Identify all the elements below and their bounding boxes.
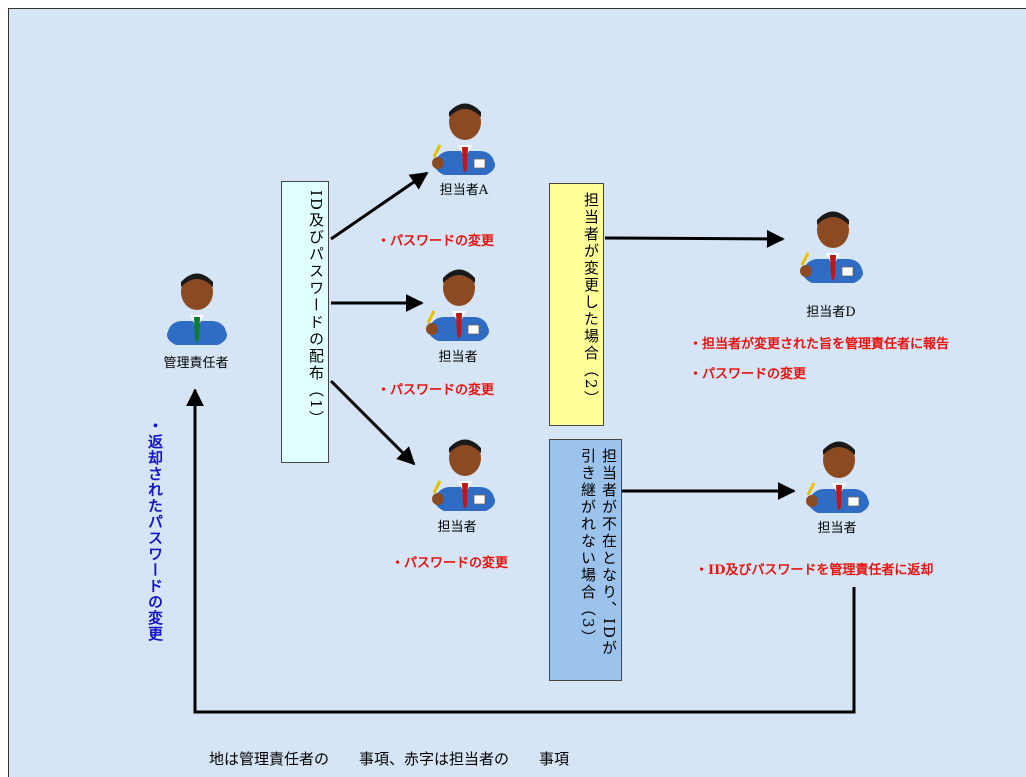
person-c-label: 担当者 <box>437 520 477 535</box>
connector-lines <box>186 171 856 714</box>
person-d-report-note: ・担当者が変更された旨を管理責任者に報告 <box>689 337 950 352</box>
person-a-note: ・パスワードの変更 <box>377 234 495 249</box>
admin-avatar <box>157 265 237 345</box>
arrow-to-a <box>330 171 429 241</box>
person-b-note: ・パスワードの変更 <box>377 383 495 398</box>
diagram-canvas: 管理責任者 担当者A 担当者 担当者 担当者D 担当者 ID及びパスワードの配布… <box>8 8 1026 777</box>
changed-box: 担当者が変更した場合（2） <box>549 183 604 426</box>
person-c-note: ・パスワードの変更 <box>391 556 509 571</box>
person-e-avatar <box>799 433 879 513</box>
person-a-avatar <box>425 95 505 175</box>
admin-label: 管理責任者 <box>163 356 229 371</box>
arrow-to-d <box>604 229 785 248</box>
person-e-note: ・ID及びパスワードを管理責任者に返却 <box>695 563 934 578</box>
person-d-change-note: ・パスワードの変更 <box>689 367 807 382</box>
absent-box: 担当者が不在となり、IDが引き継がれない場合（3） <box>549 439 622 681</box>
admin-change-note: ・返却されたパスワードの変更 <box>146 418 164 642</box>
person-d-avatar <box>793 203 873 283</box>
person-a-label: 担当者A <box>439 183 489 198</box>
person-e-label: 担当者 <box>817 521 857 536</box>
footer-legend: 地は管理責任者の 事項、赤字は担当者の 事項 <box>209 750 570 768</box>
arrow-to-c <box>329 379 416 466</box>
person-b-avatar <box>419 261 499 341</box>
person-c-avatar <box>425 431 505 511</box>
return-line <box>186 388 856 714</box>
person-d-label: 担当者D <box>806 305 856 320</box>
person-b-label: 担当者 <box>438 350 478 365</box>
distribute-box: ID及びパスワードの配布（1） <box>281 181 329 463</box>
